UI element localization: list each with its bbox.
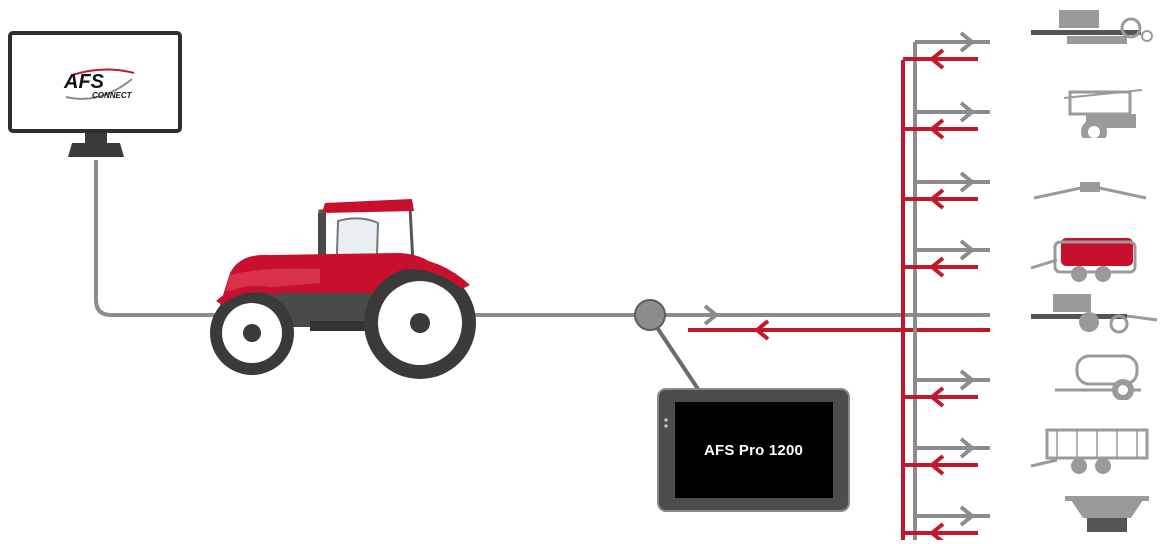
tractor-icon: [210, 199, 476, 379]
slurry-tanker-icon: [1055, 354, 1141, 400]
branch-red-arrow: [928, 256, 945, 278]
branch-red-arrow: [928, 188, 945, 210]
bus-gray-arrow: [703, 304, 720, 326]
tractor-front-wheel: [210, 291, 294, 375]
branch-red-arrow: [928, 454, 945, 476]
monitor-cable: [94, 160, 215, 317]
tractor-rear-wheel: [364, 267, 476, 379]
afs-swoosh-icon: [65, 68, 135, 100]
sprayer-icon: [1063, 89, 1143, 138]
branch-red-arrow: [928, 118, 945, 140]
seed-drill-icon: [1031, 294, 1158, 334]
connection-hub-icon: [634, 299, 666, 331]
branch-gray-arrow: [959, 171, 976, 193]
branch-gray-arrow: [959, 437, 976, 459]
branch-red-arrow: [928, 48, 945, 70]
forage-wagon-icon: [1030, 428, 1149, 474]
monitor-icon: [8, 31, 182, 157]
branch-gray-arrow: [959, 369, 976, 391]
branch-gray-arrow: [959, 101, 976, 123]
implement-branches: [903, 31, 990, 540]
branch-gray-arrow: [959, 505, 976, 527]
tablet-terminal-icon: [657, 388, 850, 512]
afs-pro-1200-terminal: AFS Pro 1200: [657, 388, 850, 512]
hub-terminal-cable: [650, 318, 702, 394]
fertilizer-spreader-icon: [1065, 496, 1149, 532]
boom-icon: [1033, 182, 1147, 200]
branch-red-arrow: [928, 522, 945, 540]
branch-gray-arrow: [959, 239, 976, 261]
afs-connect-monitor: AFS CONNECT: [8, 31, 183, 161]
branch-red-arrow: [928, 386, 945, 408]
connect-logo-text: CONNECT: [92, 91, 132, 100]
terminal-label: AFS Pro 1200: [703, 441, 804, 459]
air-seeder-icon: [1031, 10, 1153, 44]
bus-red-arrow: [753, 319, 770, 341]
branch-gray-arrow: [959, 31, 976, 53]
afs-connect-logo: AFS CONNECT: [60, 67, 140, 103]
large-square-baler-icon: [1030, 238, 1137, 282]
afs-logo-text: AFS: [64, 71, 104, 93]
